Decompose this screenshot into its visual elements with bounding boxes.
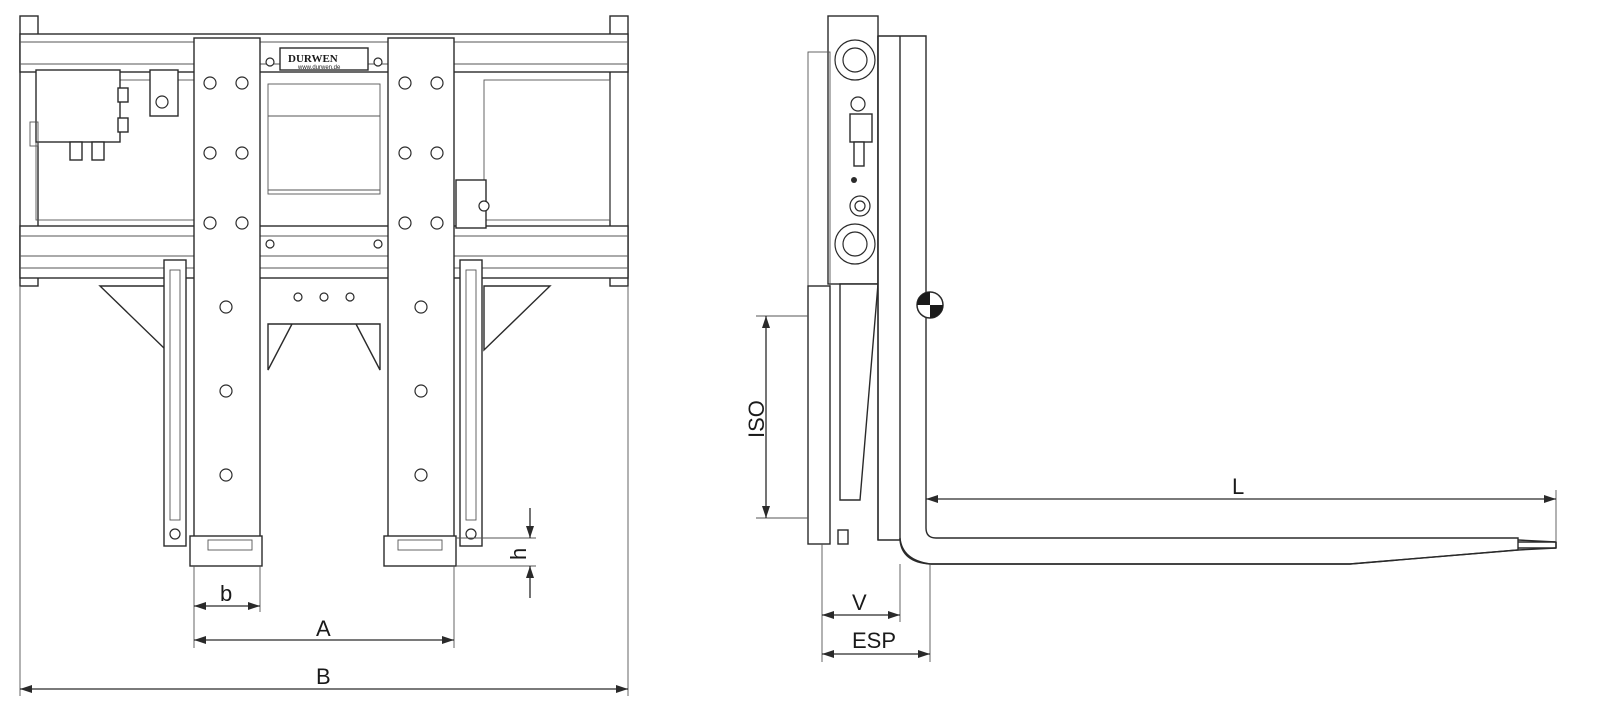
valve-block (35, 69, 121, 143)
dim-L-label: L (1232, 474, 1244, 499)
nameplate: DURWEN www.durwen.de (279, 47, 369, 71)
left-frame-post (19, 15, 39, 287)
right-fork-foot (383, 535, 457, 567)
side-taper (839, 283, 879, 501)
right-gusset (483, 285, 552, 352)
dim-V-label: V (852, 590, 867, 615)
fork-profile (877, 35, 1557, 565)
dim-h-label: h (506, 548, 531, 560)
nameplate-url: www.durwen.de (297, 65, 341, 71)
dim-B-label: B (316, 664, 331, 689)
nameplate-brand: DURWEN (288, 53, 338, 65)
dim-b-label: b (220, 581, 232, 606)
side-lower-plate (807, 285, 831, 545)
left-plate-bolts (203, 76, 249, 482)
right-plate-bolts (398, 76, 444, 482)
center-of-gravity-symbol (916, 291, 944, 319)
right-fork-plate (387, 37, 455, 539)
dim-ESP-label: ESP (852, 628, 896, 653)
front-dimensions: b A B h (19, 286, 629, 696)
left-guide-rail (163, 259, 187, 547)
front-view: DURWEN www.durwen.de (19, 15, 629, 567)
center-bracket (267, 323, 381, 371)
left-fork-plate (193, 37, 261, 539)
dim-iso-label: ISO (744, 400, 769, 438)
left-fork-foot (189, 535, 263, 567)
left-gusset (98, 285, 167, 352)
side-view (807, 15, 1557, 565)
side-dimensions: ISO L V ESP (744, 315, 1557, 662)
right-guide-rail (459, 259, 483, 547)
lower-carriage-bar (19, 225, 629, 279)
dim-A-label: A (316, 616, 331, 641)
